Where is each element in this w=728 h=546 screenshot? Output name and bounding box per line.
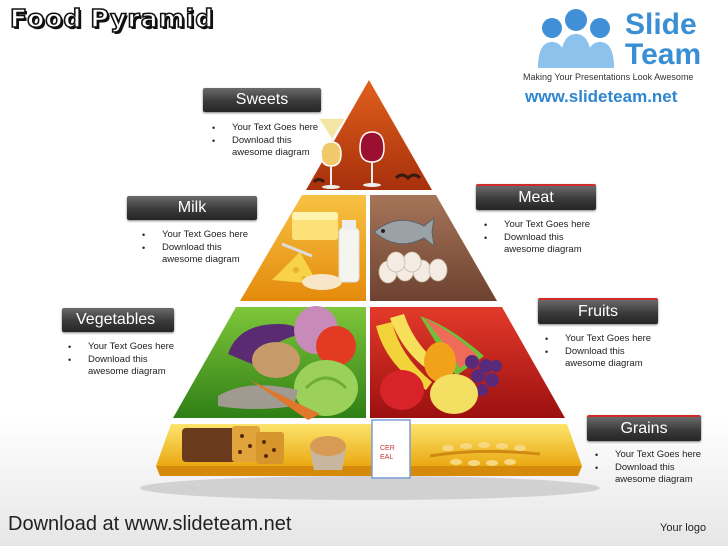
- sweets-point-2: Download this awesome diagram: [210, 135, 332, 160]
- cereal-text-line2: EAL: [380, 454, 393, 461]
- fruits-point-1: Your Text Goes here: [543, 333, 665, 346]
- label-milk: Milk: [127, 196, 257, 220]
- label-meat-text: Meat: [518, 189, 554, 206]
- label-milk-text: Milk: [177, 199, 207, 216]
- your-logo-placeholder: Your logo: [660, 522, 707, 534]
- label-sweets-text: Sweets: [235, 91, 289, 108]
- meat-bullet-list: Your Text Goes here Download this awesom…: [482, 219, 604, 257]
- cereal-text-line1: CER: [380, 445, 395, 452]
- label-vegetables-text: Vegetables: [76, 311, 156, 328]
- title-word-food: Food: [9, 3, 83, 34]
- brand-url-link[interactable]: www.slideteam.net: [525, 87, 678, 106]
- brand-name-slide: Slide: [625, 8, 697, 41]
- vegetables-point-2: Download this awesome diagram: [66, 354, 188, 379]
- download-footer-link[interactable]: Download at www.slideteam.net: [8, 513, 292, 535]
- pyramid-tier-meat: [370, 195, 497, 301]
- meat-point-2: Download this awesome diagram: [482, 232, 604, 257]
- fruits-icon: [376, 314, 502, 414]
- grains-bullet-list: Your Text Goes here Download this awesom…: [593, 449, 715, 487]
- fruits-bullet-list: Your Text Goes here Download this awesom…: [543, 333, 665, 371]
- label-fruits-text: Fruits: [578, 303, 618, 320]
- label-vegetables: Vegetables: [62, 308, 174, 332]
- vegetables-icon: [218, 306, 358, 420]
- label-grains: Grains: [587, 415, 701, 441]
- vegetables-bullet-list: Your Text Goes here Download this awesom…: [66, 341, 188, 379]
- label-grains-text: Grains: [620, 420, 668, 437]
- milk-point-1: Your Text Goes here: [140, 229, 262, 242]
- brand-name-team: Team: [625, 38, 702, 71]
- brand-tagline: Making Your Presentations Look Awesome: [523, 72, 694, 82]
- grains-point-2: Download this awesome diagram: [593, 462, 715, 487]
- sweets-bullet-list: Your Text Goes here Download this awesom…: [210, 122, 332, 160]
- fruits-point-2: Download this awesome diagram: [543, 346, 665, 371]
- milk-point-2: Download this awesome diagram: [140, 242, 262, 267]
- grains-icon: CER EAL: [182, 419, 541, 479]
- label-meat: Meat: [476, 184, 596, 210]
- vegetables-point-1: Your Text Goes here: [66, 341, 188, 354]
- grains-point-1: Your Text Goes here: [593, 449, 715, 462]
- fish-eggs-icon: [373, 216, 448, 284]
- milk-cheese-icon: [272, 212, 360, 290]
- title-word-pyramid: Pyramid: [90, 3, 215, 34]
- label-sweets: Sweets: [203, 88, 321, 112]
- label-fruits: Fruits: [538, 298, 658, 324]
- sweets-point-1: Your Text Goes here: [210, 122, 332, 135]
- meat-point-1: Your Text Goes here: [482, 219, 604, 232]
- slideteam-people-logo-icon: [538, 9, 614, 68]
- milk-bullet-list: Your Text Goes here Download this awesom…: [140, 229, 262, 267]
